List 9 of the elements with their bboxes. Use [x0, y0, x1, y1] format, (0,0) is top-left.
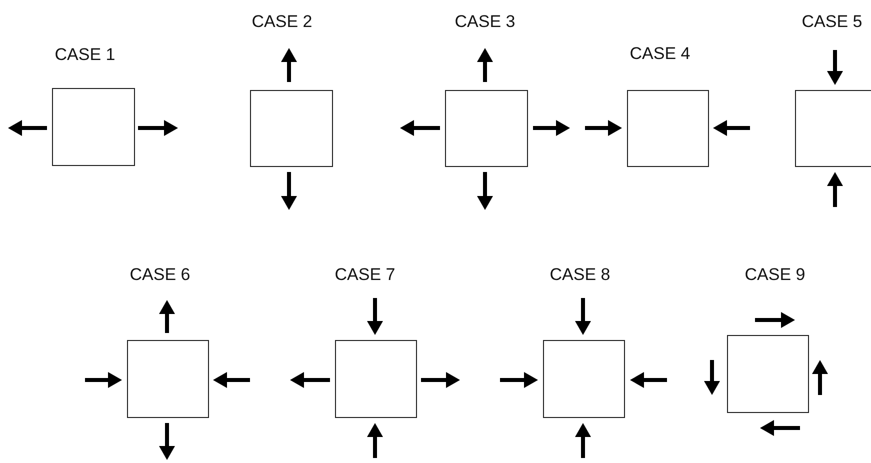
- case-heading: CASE 2: [252, 12, 312, 32]
- case-heading: CASE 1: [54, 45, 116, 65]
- case-heading: CASE 5: [802, 12, 862, 32]
- case-heading: CASE 7: [334, 265, 396, 285]
- case-heading: CASE 9: [744, 265, 806, 285]
- case-heading: CASE 8: [550, 265, 610, 285]
- case-heading: CASE 6: [130, 265, 190, 285]
- case-heading: CASE 4: [630, 44, 690, 64]
- case-heading: CASE 3: [454, 12, 516, 32]
